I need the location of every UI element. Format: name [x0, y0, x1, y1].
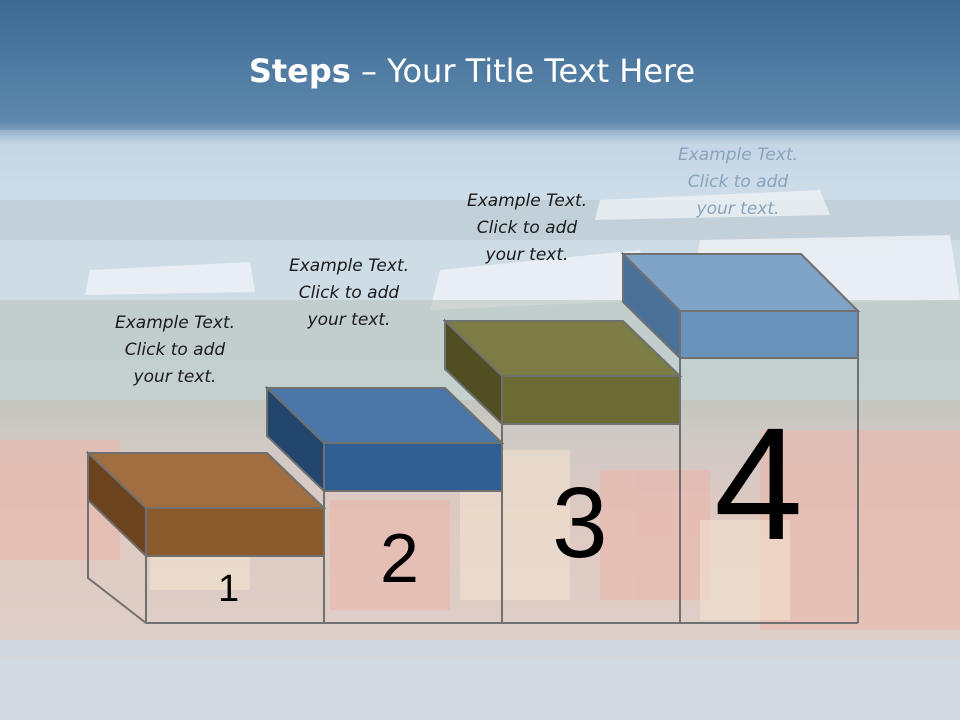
step-1-block[interactable]	[85, 450, 327, 559]
title-bold: Steps	[248, 52, 351, 90]
caption-line: Click to add	[476, 218, 578, 238]
caption-line: Example Text.	[466, 191, 588, 211]
title-text: – Your Title Text Here	[350, 52, 696, 90]
caption-line: Example Text.	[114, 313, 236, 333]
step-4-block[interactable]	[620, 251, 861, 361]
caption-line: Example Text.	[677, 145, 799, 165]
caption-line: Click to add	[687, 172, 789, 192]
caption-line: Example Text.	[288, 256, 410, 276]
caption-line: Click to add	[298, 283, 400, 303]
slide-title[interactable]: Steps – Your Title Text Here	[0, 52, 944, 90]
caption-line: your text.	[307, 310, 391, 330]
step-2-block[interactable]	[264, 385, 505, 494]
caption-line: your text.	[485, 245, 569, 265]
step-1-caption[interactable]: Example Text. Click to add your text.	[100, 310, 250, 391]
step-3-number: 3	[552, 467, 608, 579]
step-3-block[interactable]	[442, 318, 683, 427]
caption-line: your text.	[133, 367, 217, 387]
caption-line: your text.	[696, 199, 780, 219]
step-2-caption[interactable]: Example Text. Click to add your text.	[274, 253, 424, 334]
caption-line: Click to add	[124, 340, 226, 360]
step-4-number: 4	[714, 394, 803, 573]
step-2-number: 2	[380, 519, 419, 597]
step-4-caption[interactable]: Example Text. Click to add your text.	[663, 142, 813, 223]
step-3-caption[interactable]: Example Text. Click to add your text.	[452, 188, 602, 269]
step-1-number: 1	[218, 568, 240, 610]
